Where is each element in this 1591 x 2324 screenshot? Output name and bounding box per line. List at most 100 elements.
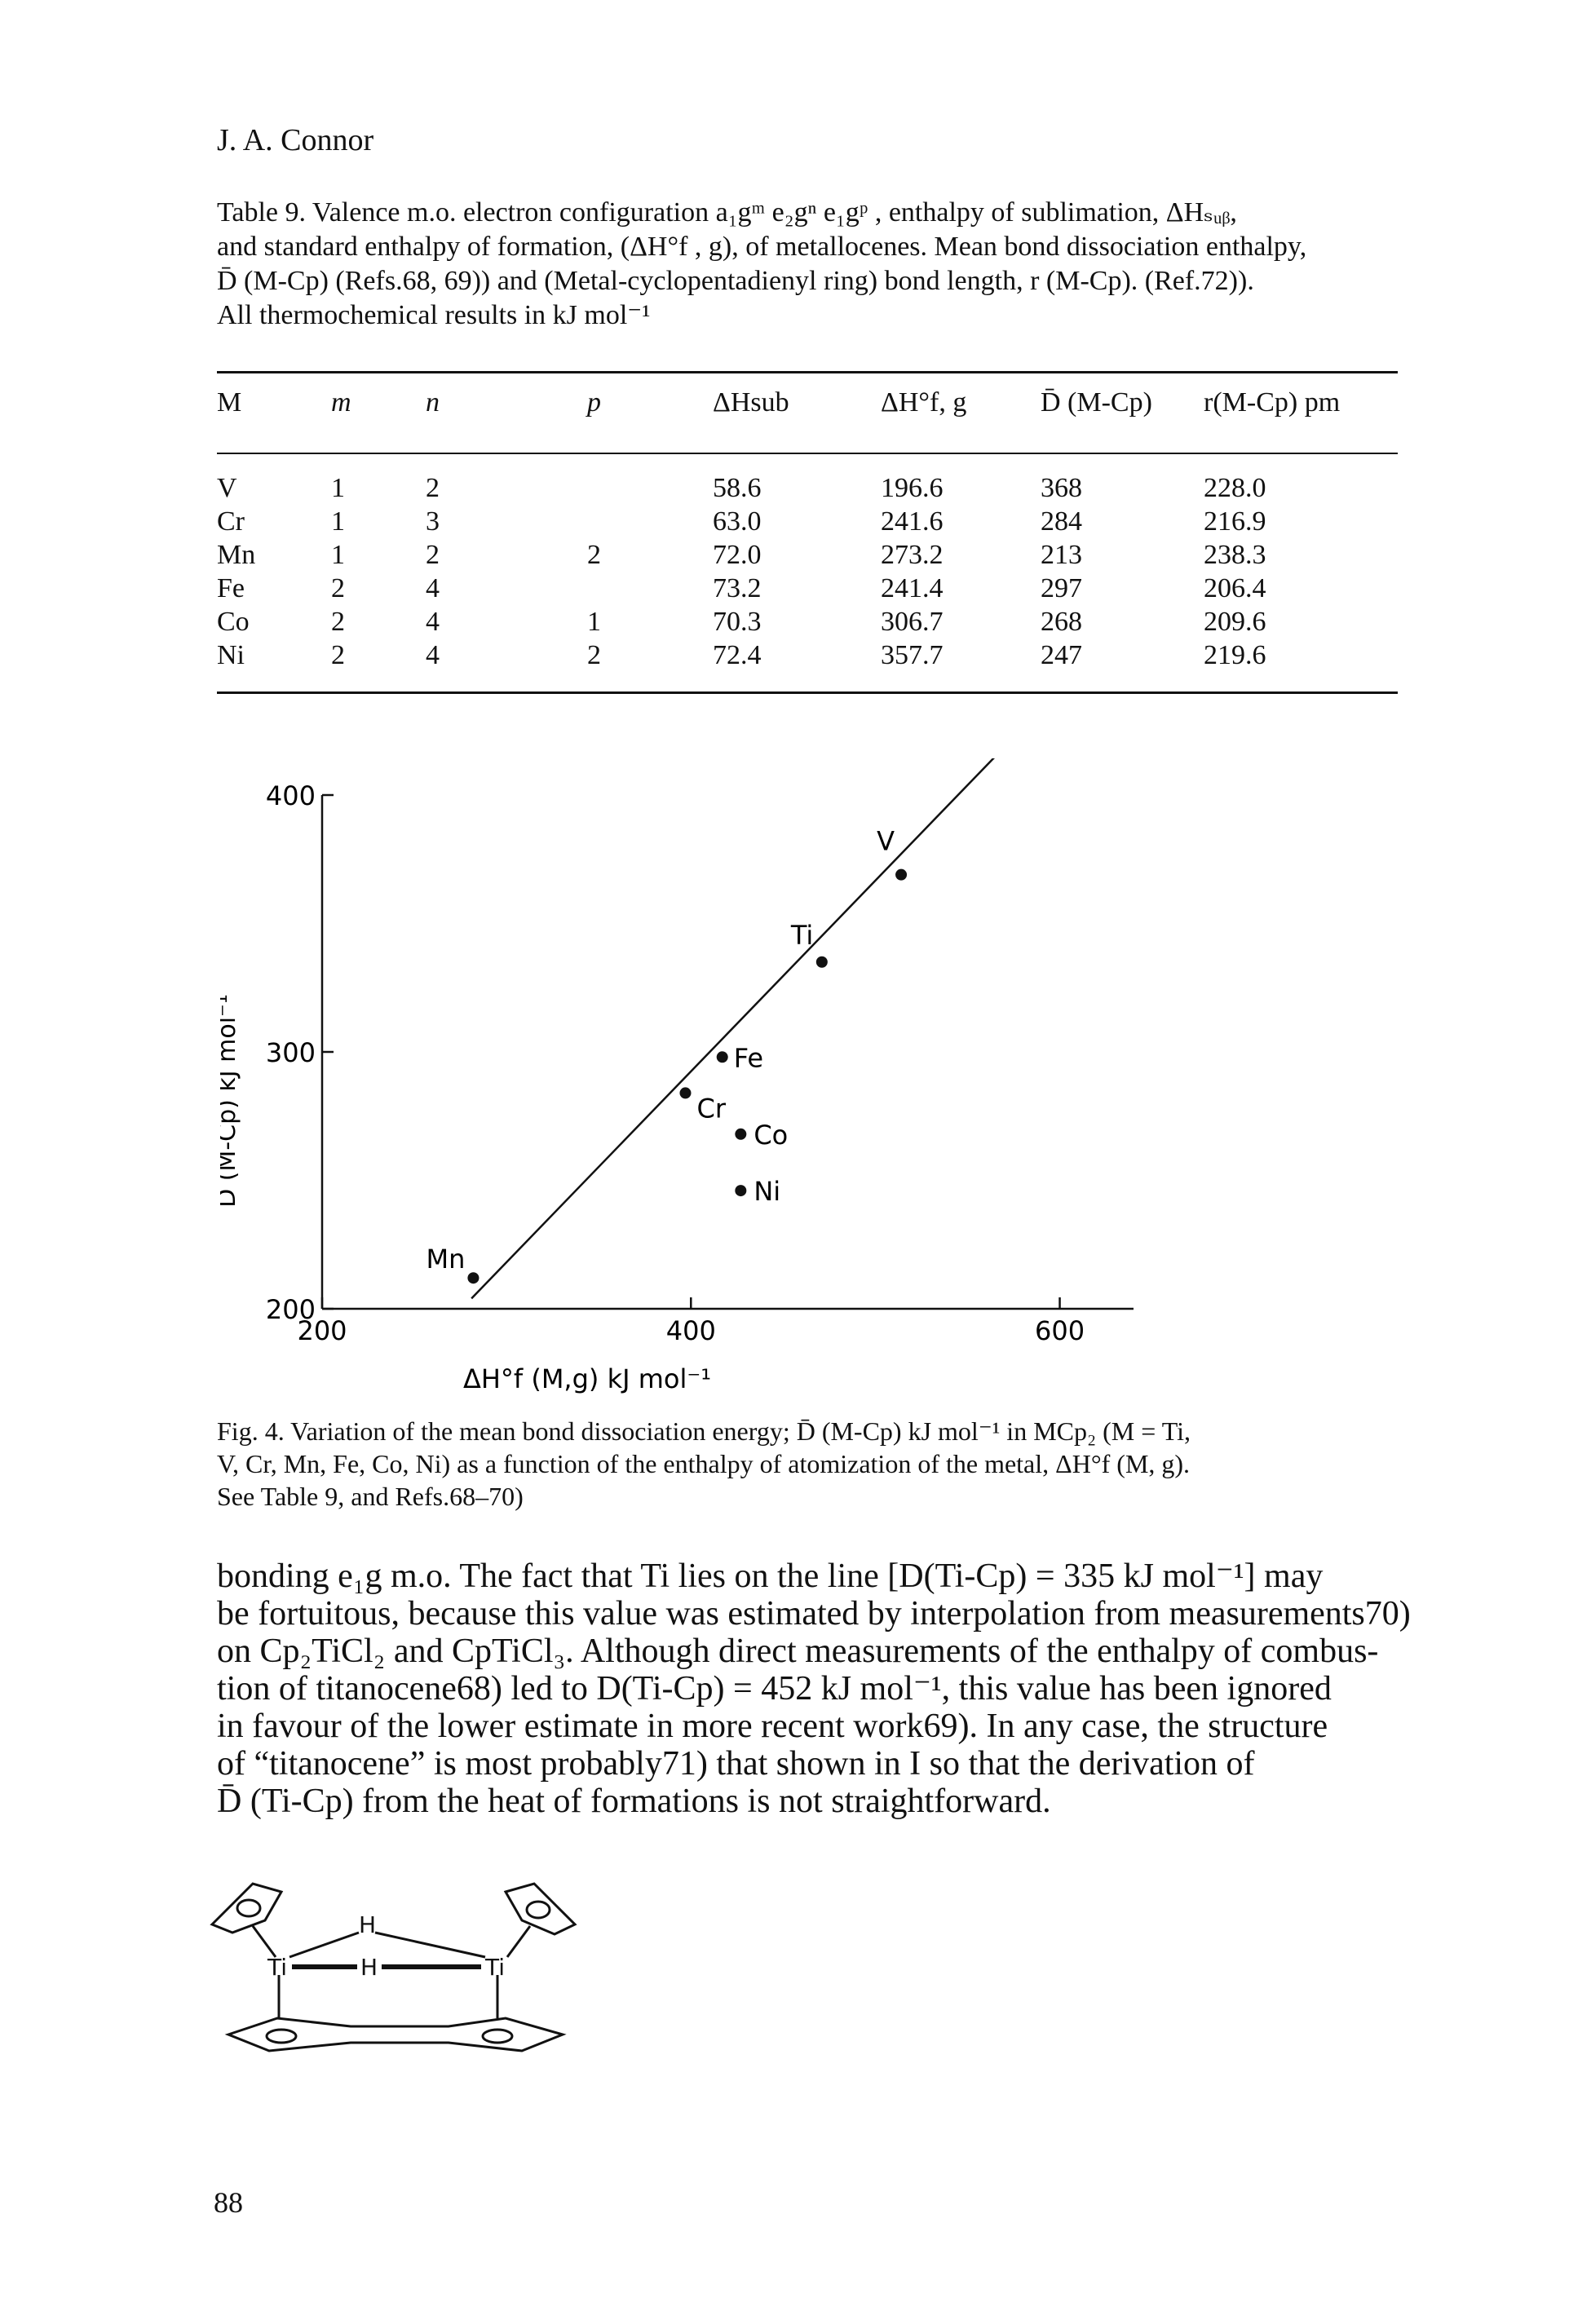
data-point-label: Mn xyxy=(426,1244,466,1275)
table-header: M m n p ΔHsub ΔH°f, g D̄ (M-Cp) r(M-Cp) … xyxy=(217,387,1398,428)
data-point-label: Ti xyxy=(790,920,813,951)
table-bottom-rule xyxy=(217,691,1398,694)
table-cell: 297 xyxy=(1041,573,1082,603)
header-dhsub: ΔHsub xyxy=(713,387,789,418)
header-m: m xyxy=(331,387,351,418)
table-cell: 1 xyxy=(331,506,345,537)
x-tick-label: 400 xyxy=(666,1315,716,1346)
y-tick-label: 200 xyxy=(266,1294,316,1325)
y-axis-label: D (M-Cp) kJ mol⁻¹ xyxy=(220,994,241,1208)
table-cell: 63.0 xyxy=(713,506,762,537)
ti-left-label: Ti xyxy=(267,1954,287,1981)
h-mid-label: H xyxy=(360,1954,378,1981)
header-dhf: ΔH°f, g xyxy=(881,387,967,418)
x-tick-label: 600 xyxy=(1035,1315,1085,1346)
data-point-label: Ni xyxy=(754,1176,780,1207)
figure-caption: Fig. 4. Variation of the mean bond disso… xyxy=(217,1415,1399,1513)
table-cell: 2 xyxy=(331,607,345,637)
running-head: J. A. Connor xyxy=(217,123,374,157)
header-n: n xyxy=(426,387,440,418)
table-cell: 58.6 xyxy=(713,473,762,503)
table-cell: 273.2 xyxy=(881,540,944,570)
table-cell: 209.6 xyxy=(1204,607,1266,637)
cp-ring-top-left xyxy=(210,1882,284,1934)
body-line: D̄ (Ti-Cp) from the heat of formations i… xyxy=(217,1783,1051,1820)
table-cell: Co xyxy=(217,607,250,637)
body-line: of “titanocene” is most probably71) that… xyxy=(217,1745,1255,1783)
table-cell: 247 xyxy=(1041,640,1082,670)
cp-ring-bottom-inner-right xyxy=(481,2028,514,2044)
body-paragraph: bonding e₁g m.o. The fact that Ti lies o… xyxy=(217,1557,1416,1820)
table-cell: 268 xyxy=(1041,607,1082,637)
data-point xyxy=(735,1128,747,1140)
data-point-label: V xyxy=(877,826,895,857)
data-point xyxy=(895,868,908,881)
table-cell: 284 xyxy=(1041,506,1082,537)
table-cell: 3 xyxy=(426,506,440,537)
data-point xyxy=(716,1051,728,1063)
data-point xyxy=(679,1087,692,1099)
data-point-label: Cr xyxy=(696,1093,726,1124)
table-cell: 306.7 xyxy=(881,607,944,637)
fit-line xyxy=(471,758,995,1300)
table-cell: 238.3 xyxy=(1204,540,1266,570)
table-cell: Mn xyxy=(217,540,256,570)
bond-ti-h-top-left xyxy=(289,1931,360,1959)
header-dmcp: D̄ (M-Cp) xyxy=(1041,387,1152,418)
cp-ring-bottom-inner-left xyxy=(265,2028,298,2044)
cp-ring-bottom xyxy=(224,2017,567,2052)
y-tick-label: 300 xyxy=(266,1037,316,1068)
table-cell: Fe xyxy=(217,573,245,603)
table-cell: 4 xyxy=(426,573,440,603)
tick-labels-group: 200 300 400 200 400 600 xyxy=(266,780,1085,1346)
table-cell: 2 xyxy=(426,473,440,503)
table-cell: 1 xyxy=(331,540,345,570)
data-point xyxy=(467,1272,480,1284)
table-caption-line: and standard enthalpy of formation, (ΔH°… xyxy=(217,232,1307,262)
bond-ring-ti-left xyxy=(251,1925,277,1958)
table-cell: 72.0 xyxy=(713,540,762,570)
header-rmcp: r(M-Cp) pm xyxy=(1204,387,1341,418)
table-cell: 4 xyxy=(426,640,440,670)
table-cell: 241.4 xyxy=(881,573,944,603)
bond-ring-ti-right xyxy=(506,1925,532,1958)
table-caption: Table 9. Valence m.o. electron configura… xyxy=(217,196,1399,333)
body-line: on Cp₂TiCl₂ and CpTiCl₃. Although direct… xyxy=(217,1633,1379,1670)
x-axis-label: ΔH°f (M,g) kJ mol⁻¹ xyxy=(463,1363,711,1394)
table-cell: 213 xyxy=(1041,540,1082,570)
y-tick-label: 400 xyxy=(266,780,316,811)
table-cell: 228.0 xyxy=(1204,473,1266,503)
table-cell: 73.2 xyxy=(713,573,762,603)
table-cell: 1 xyxy=(587,607,601,637)
data-point xyxy=(815,956,828,968)
table-cell: 357.7 xyxy=(881,640,944,670)
h-top-label: H xyxy=(359,1911,376,1938)
x-tick-label: 200 xyxy=(297,1315,347,1346)
cp-ring-top-right-inner xyxy=(525,1900,551,1920)
header-m-symbol: M xyxy=(217,387,242,418)
bond-h-top-ti-right xyxy=(374,1931,486,1959)
ti-right-label: Ti xyxy=(484,1954,505,1981)
table-cell: 2 xyxy=(331,573,345,603)
body-line: bonding e₁g m.o. The fact that Ti lies o… xyxy=(217,1557,1324,1595)
table-cell: 2 xyxy=(331,640,345,670)
table-cell: V xyxy=(217,473,237,503)
page-number: 88 xyxy=(214,2186,243,2219)
table-cell: 4 xyxy=(426,607,440,637)
table-cell: 1 xyxy=(331,473,345,503)
table-cell: 2 xyxy=(587,540,601,570)
table-cell: 196.6 xyxy=(881,473,944,503)
table-cell: 72.4 xyxy=(713,640,762,670)
table-cell: 2 xyxy=(587,640,601,670)
body-line: be fortuitous, because this value was es… xyxy=(217,1595,1411,1633)
table-cell: 241.6 xyxy=(881,506,944,537)
